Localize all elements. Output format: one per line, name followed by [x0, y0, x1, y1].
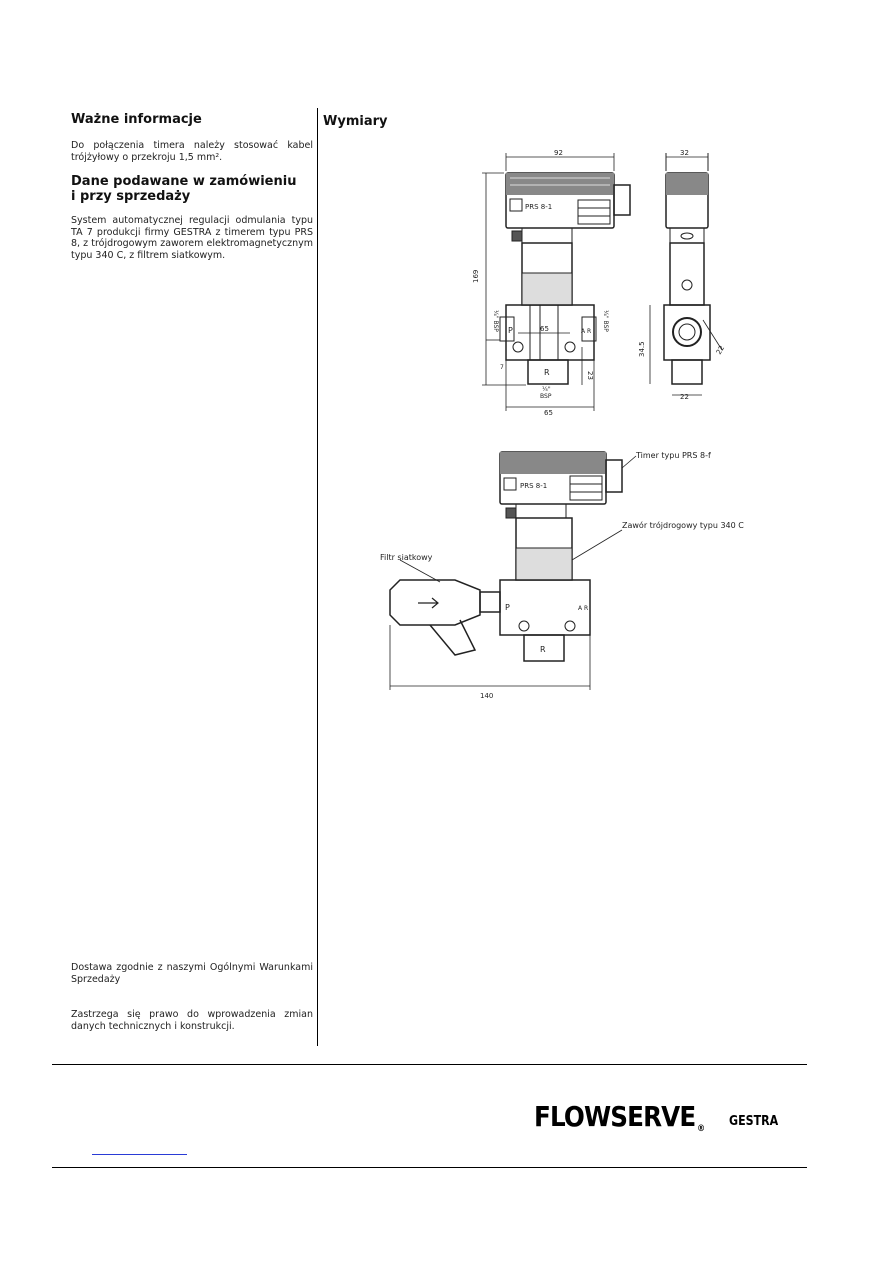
dim-bsp-right: ¼" BSP: [602, 310, 609, 332]
dim-92: 92: [554, 149, 563, 157]
strainer-filter: [389, 579, 501, 656]
order-heading-line1: Dane podawane w zamówieniu: [71, 174, 297, 189]
left-column: Ważne informacje Do połączenia timera na…: [71, 112, 313, 261]
side-view: 32 34.5 22 22: [638, 149, 726, 401]
dim-169: 169: [472, 270, 480, 283]
timer-unit: PRS 8-1: [499, 451, 623, 505]
website-link[interactable]: [92, 1141, 187, 1155]
dim-22-diag: 22: [715, 344, 726, 356]
port-p-label-2: P: [505, 603, 510, 612]
dim-bsp-bottom-b: BSP: [540, 393, 552, 400]
order-heading-line2: i przy sprzedaży: [71, 189, 191, 204]
valve-body: P A R R: [499, 503, 591, 662]
dim-7: 7: [500, 364, 504, 371]
dim-bsp-left: ¼" BSP: [492, 310, 499, 332]
timer-callout: Timer typu PRS 8-f: [635, 451, 711, 460]
assembly-drawing: PRS 8-1 P A R R Timer typu PRS 8-f Zawór…: [380, 451, 744, 700]
prs-label: PRS 8-1: [525, 203, 552, 211]
callouts: Timer typu PRS 8-f Zawór trójdrogowy typ…: [380, 451, 744, 700]
prs-label-2: PRS 8-1: [520, 482, 547, 490]
front-dimensions: 92 169 ¼" BSP ¼" BSP 65 7 23 ¼" BSP 65: [472, 149, 615, 417]
delivery-text: Dostawa zgodnie z naszymi Ogólnymi Warun…: [71, 962, 313, 985]
dimension-drawing-top: PRS 8-1 P A R R 92 169 ¼" BSP ¼" BSP 65 …: [472, 149, 726, 417]
dimensions-heading: Wymiary: [323, 114, 388, 129]
port-r-label-2: R: [540, 645, 546, 654]
dim-65-inner: 65: [540, 325, 549, 333]
dim-23: 23: [586, 371, 594, 380]
valve-callout: Zawór trójdrogowy typu 340 C: [622, 520, 744, 530]
port-p-label: P: [508, 326, 513, 335]
important-info-text: Do połączenia timera należy stosować kab…: [71, 140, 313, 163]
order-text: System automatycznej regulacji odmulania…: [71, 215, 313, 261]
flowserve-logo: FLOWSERVE®: [534, 1100, 705, 1134]
dim-65-outer: 65: [544, 409, 553, 417]
dim-bsp-bottom-a: ¼": [542, 386, 551, 393]
reserve-text: Zastrzega się prawo do wprowadzenia zmia…: [71, 1009, 313, 1032]
port-r-label: R: [544, 368, 550, 377]
front-view: PRS 8-1 P A R R: [499, 172, 631, 385]
footer-bottom-rule: [52, 1167, 807, 1168]
dim-22-bottom: 22: [680, 393, 689, 401]
important-info-heading: Ważne informacje: [71, 112, 202, 127]
gestra-badge-icon: [509, 198, 523, 212]
port-ab-label: A R: [581, 328, 591, 335]
filter-callout: Filtr siatkowy: [380, 553, 433, 562]
dim-32: 32: [680, 149, 689, 157]
gestra-logo: GESTRA: [729, 1114, 779, 1129]
dim-34-5: 34.5: [638, 341, 646, 357]
dim-140: 140: [480, 692, 493, 700]
column-divider: [317, 108, 318, 1046]
flow-arrow-icon: [418, 597, 439, 609]
port-ab-label-2: A R: [578, 605, 588, 612]
footer-top-rule: [52, 1064, 807, 1065]
